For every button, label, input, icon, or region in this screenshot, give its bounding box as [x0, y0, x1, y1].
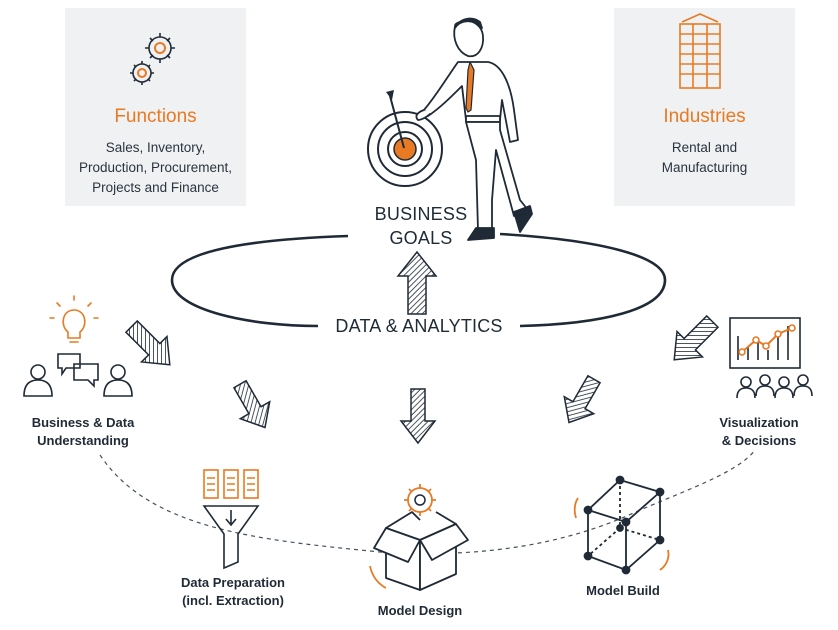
chart-audience-icon — [729, 317, 813, 399]
up-arrow-icon — [396, 250, 438, 315]
functions-line: Production, Procurement, — [78, 160, 233, 175]
arrow-to-model-build — [563, 374, 602, 424]
stage-data-preparation: Data Preparation (incl. Extraction) — [158, 574, 308, 610]
stage-label-line: Visualization — [719, 415, 799, 430]
arrow-to-business-understanding — [124, 319, 171, 366]
stage-label-line: & Decisions — [721, 433, 797, 448]
arrow-to-model-design — [399, 388, 437, 445]
stage-label-line: (incl. Extraction) — [182, 593, 284, 608]
businessman-illustration — [415, 17, 533, 241]
stage-label-line: Model Build — [586, 583, 660, 598]
stage-model-design: Model Design — [345, 602, 495, 620]
stage-label-line: Model Design — [377, 603, 463, 618]
funnel-icon — [202, 469, 260, 570]
people-idea-icon — [23, 295, 133, 397]
arrow-to-data-preparation — [232, 379, 271, 429]
functions-line: Projects and Finance — [92, 180, 219, 195]
box-gear-icon — [369, 484, 469, 591]
stage-model-build: Model Build — [548, 582, 698, 600]
functions-title: Functions — [114, 106, 197, 127]
industries-title: Industries — [663, 106, 746, 127]
stage-visualization: Visualization & Decisions — [686, 414, 832, 450]
stage-label-line: Business & Data — [31, 415, 135, 430]
industries-panel: Industries Rental and Manufacturing — [614, 8, 795, 206]
data-analytics-label: DATA & ANALYTICS — [335, 316, 503, 336]
industries-line: Manufacturing — [661, 160, 748, 175]
business-goals-label: BUSINESS GOALS — [348, 202, 494, 250]
stage-label-line: Data Preparation — [180, 575, 286, 590]
stage-business-understanding: Business & Data Understanding — [8, 414, 158, 450]
industries-line: Rental and — [671, 140, 738, 155]
arrow-to-visualization — [673, 314, 720, 361]
target-icon — [367, 90, 443, 187]
functions-line: Sales, Inventory, — [105, 140, 206, 155]
analytics-ellipse — [170, 232, 667, 328]
cube-icon — [573, 475, 670, 575]
business-goals-line: BUSINESS — [374, 204, 468, 224]
functions-panel: Functions Sales, Inventory, Production, … — [65, 8, 246, 206]
process-arc — [99, 449, 756, 555]
business-goals-line: GOALS — [389, 228, 453, 248]
stage-label-line: Understanding — [37, 433, 129, 448]
